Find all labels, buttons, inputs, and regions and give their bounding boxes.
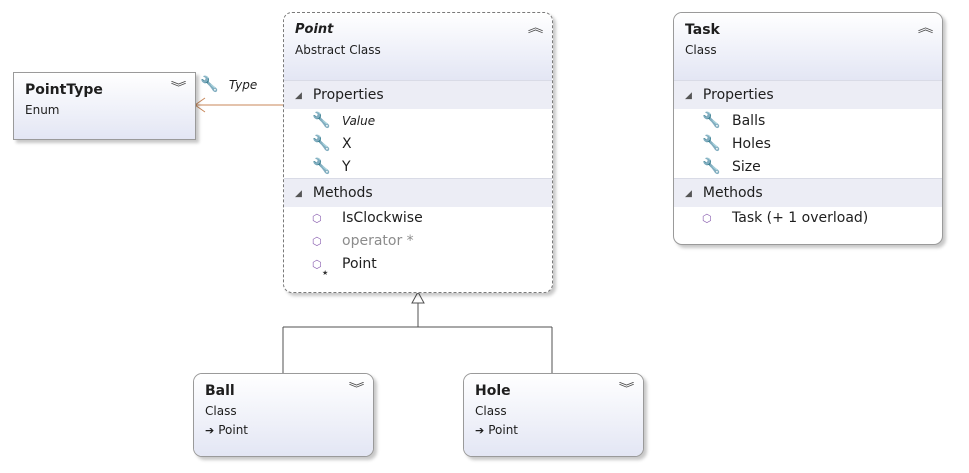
member-y[interactable]: 🔧Y [312, 157, 351, 175]
member-value[interactable]: 🔧Value [312, 111, 376, 129]
class-name: Hole [475, 383, 511, 399]
class-task[interactable]: Task Class ︽ ◢Properties 🔧Balls 🔧Holes 🔧… [673, 12, 943, 245]
member-holes[interactable]: 🔧Holes [702, 134, 771, 152]
cube-star-icon: ⬡ [312, 258, 322, 271]
double-chevron-up-icon[interactable]: ︽ [527, 21, 544, 36]
double-chevron-down-icon[interactable]: ︾ [348, 382, 365, 397]
double-chevron-up-icon[interactable]: ︽ [917, 21, 934, 36]
wrench-icon: 🔧 [702, 111, 721, 129]
section-header-methods[interactable]: ◢Methods [674, 178, 942, 207]
class-name: Ball [205, 383, 235, 399]
double-chevron-down-icon[interactable]: ︾ [618, 382, 635, 397]
wrench-icon: 🔧 [312, 134, 331, 152]
association-name: Type [228, 78, 258, 92]
section-header-properties[interactable]: ◢Properties [674, 80, 942, 109]
inheritance-arrowhead [411, 290, 425, 304]
member-x[interactable]: 🔧X [312, 134, 352, 152]
class-kind: Class [205, 404, 237, 418]
wrench-icon: 🔧 [702, 157, 721, 175]
member-operator[interactable]: ⬡operator * [312, 233, 414, 249]
wrench-icon: 🔧 [702, 134, 721, 152]
collapse-triangle-icon[interactable]: ◢ [295, 91, 302, 101]
member-balls[interactable]: 🔧Balls [702, 111, 766, 129]
association-label: 🔧 Type [200, 75, 257, 93]
section-header-properties[interactable]: ◢Properties [284, 80, 552, 109]
base-class[interactable]: ➔Point [205, 423, 249, 437]
class-hole[interactable]: Hole Class ➔Point ︾ [463, 373, 644, 457]
wrench-icon: 🔧 [312, 157, 331, 175]
class-kind: Abstract Class [295, 43, 381, 57]
class-name: Point [295, 22, 334, 37]
class-kind: Enum [25, 103, 60, 117]
wrench-icon: 🔧 [312, 111, 331, 129]
double-chevron-down-icon[interactable]: ︾ [170, 81, 187, 96]
class-kind: Class [475, 404, 507, 418]
cube-icon: ⬡ [312, 212, 322, 225]
collapse-triangle-icon[interactable]: ◢ [295, 189, 302, 199]
cube-icon: ⬡ [312, 235, 322, 248]
class-point[interactable]: Point Abstract Class ︽ ◢Properties 🔧Valu… [283, 12, 553, 293]
member-size[interactable]: 🔧Size [702, 157, 761, 175]
cube-icon: ⬡ [702, 212, 712, 225]
member-point-constructor[interactable]: ⬡★Point [312, 256, 377, 277]
section-header-methods[interactable]: ◢Methods [284, 178, 552, 207]
class-name: Task [685, 22, 720, 38]
collapse-triangle-icon[interactable]: ◢ [685, 91, 692, 101]
member-task-constructor[interactable]: ⬡Task (+ 1 overload) [702, 210, 869, 226]
collapse-triangle-icon[interactable]: ◢ [685, 189, 692, 199]
class-kind: Class [685, 43, 717, 57]
arrow-right-icon: ➔ [205, 424, 215, 437]
class-pointtype[interactable]: PointType Enum ︾ [13, 72, 196, 140]
class-name: PointType [25, 82, 103, 98]
class-ball[interactable]: Ball Class ➔Point ︾ [193, 373, 374, 457]
arrow-right-icon: ➔ [475, 424, 485, 437]
member-isclockwise[interactable]: ⬡IsClockwise [312, 210, 423, 226]
base-class[interactable]: ➔Point [475, 423, 519, 437]
wrench-icon: 🔧 [200, 75, 219, 93]
